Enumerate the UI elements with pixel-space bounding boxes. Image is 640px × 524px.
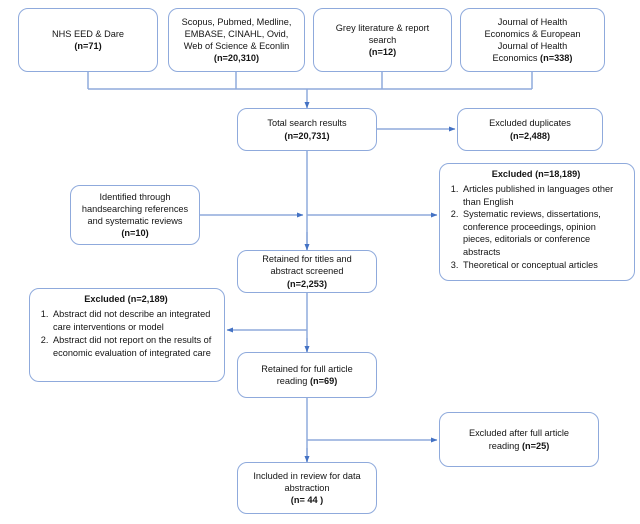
node-excluded-duplicates[interactable]: Excluded duplicates (n=2,488) — [457, 108, 603, 151]
node-text-line: abstraction — [284, 482, 330, 493]
node-text-prefix: Economics — [492, 53, 541, 64]
node-count: (n=20,731) — [284, 130, 330, 141]
exclusion-reason-list: Articles published in languages other th… — [445, 183, 627, 271]
node-count: (n=71) — [74, 41, 102, 51]
node-text-line: handsearching references — [81, 203, 189, 214]
node-retained-titles-abstracts[interactable]: Retained for titles and abstract screene… — [237, 250, 377, 293]
node-text-line: Included in review for data — [253, 470, 361, 481]
node-header: Excluded (n=2,189) — [84, 294, 168, 304]
list-item: Abstract did not report on the results o… — [51, 334, 217, 359]
node-text-line: Economics & European — [484, 28, 581, 39]
node-retained-full-article[interactable]: Retained for full article reading (n=69) — [237, 352, 377, 398]
node-count-line: reading (n=69) — [277, 375, 338, 387]
node-count: (n= 44 ) — [290, 495, 324, 506]
node-text-line: Excluded after full article — [468, 428, 570, 439]
node-source-grey-literature[interactable]: Grey literature & report search (n=12) — [313, 8, 452, 72]
node-source-databases[interactable]: Scopus, Pubmed, Medline, EMBASE, CINAHL,… — [168, 8, 305, 72]
list-item: Theoretical or conceptual articles — [461, 259, 627, 271]
node-count: (n=2,253) — [286, 278, 328, 289]
list-item: Systematic reviews, dissertations, confe… — [461, 208, 627, 258]
node-handsearching[interactable]: Identified through handsearching referen… — [70, 185, 200, 245]
node-text-line: and systematic reviews — [87, 216, 183, 226]
node-count: (n=338) — [540, 53, 573, 64]
node-text-line: EMBASE, CINAHL, Ovid, — [184, 28, 289, 39]
node-text-line: abstract screened — [270, 266, 344, 277]
node-count-line: Economics (n=338) — [493, 52, 573, 64]
node-text-line: Scopus, Pubmed, Medline, — [181, 16, 292, 27]
node-text-line: Total search results — [267, 118, 347, 129]
node-count: (n=2,488) — [509, 130, 551, 141]
node-count-line: reading (n=25) — [489, 440, 550, 452]
node-text-line: Identified through — [99, 191, 171, 202]
node-count: (n=10) — [121, 228, 149, 239]
node-text-line: Journal of Health — [497, 41, 568, 51]
node-source-nhs[interactable]: NHS EED & Dare (n=71) — [18, 8, 158, 72]
exclusion-reason-list: Abstract did not describe an integrated … — [35, 308, 217, 360]
node-text-line: Web of Science & Econlin — [183, 41, 290, 51]
node-text-line: Excluded duplicates — [489, 118, 571, 129]
node-header: Excluded (n=18,189) — [491, 169, 581, 179]
list-item: Articles published in languages other th… — [461, 183, 627, 208]
node-count: (n=69) — [309, 376, 338, 386]
node-excluded-2189[interactable]: Excluded (n=2,189) Abstract did not desc… — [29, 288, 225, 382]
node-text-prefix: reading — [488, 440, 522, 451]
node-count: (n=25) — [521, 440, 550, 451]
list-item: Abstract did not describe an integrated … — [51, 308, 217, 333]
node-included-in-review[interactable]: Included in review for data abstraction … — [237, 462, 377, 514]
node-count: (n=12) — [368, 47, 397, 58]
node-total-search-results[interactable]: Total search results (n=20,731) — [237, 108, 377, 151]
node-text-line: Retained for titles and — [262, 254, 352, 265]
node-text-line: Journal of Health — [497, 16, 568, 27]
node-excluded-18189[interactable]: Excluded (n=18,189) Articles published i… — [439, 163, 635, 281]
node-source-journals[interactable]: Journal of Health Economics & European J… — [460, 8, 605, 72]
node-text-line: NHS EED & Dare — [52, 28, 124, 39]
node-text-line: Grey literature & report — [335, 22, 430, 33]
node-text-line: search — [368, 34, 397, 45]
node-count: (n=20,310) — [213, 53, 260, 64]
node-excluded-after-full-article[interactable]: Excluded after full article reading (n=2… — [439, 412, 599, 467]
node-text-line: Retained for full article — [261, 363, 353, 374]
node-text-prefix: reading — [276, 376, 310, 386]
